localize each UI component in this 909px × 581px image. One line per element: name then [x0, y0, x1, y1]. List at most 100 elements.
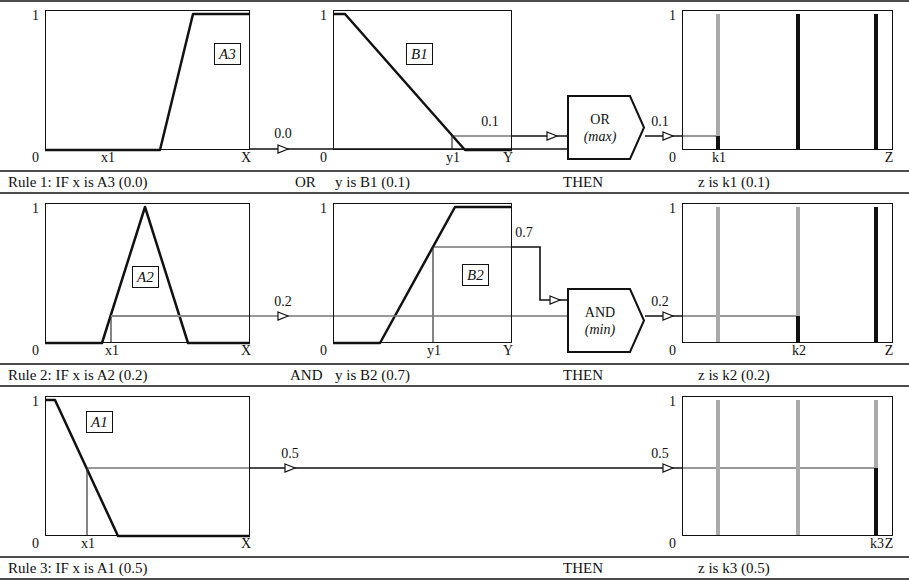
axis-label: Y [503, 150, 513, 166]
membership-curve [333, 207, 512, 343]
signal-value: 0.0 [272, 126, 294, 142]
operator-text: (min) [585, 321, 615, 338]
rule-keyword: THEN [563, 366, 603, 384]
gate-body: AND(min) [567, 288, 645, 353]
axis-label: 0 [320, 150, 327, 166]
rule-separator [0, 578, 909, 580]
axis-label: k2 [792, 343, 806, 359]
rule-consequent: z is k2 (0.2) [698, 366, 770, 384]
set-label: B1 [406, 43, 433, 65]
plot-frame: 10x1XA3 [45, 10, 250, 150]
axis-label: 0 [32, 343, 39, 359]
operator-gate: OR(max) [567, 95, 645, 160]
set-name: B2 [467, 266, 484, 284]
set-name: B1 [411, 45, 428, 63]
axis-label: x1 [105, 343, 119, 359]
axis-label: 1 [669, 201, 676, 217]
signal-line [250, 467, 682, 469]
singleton-bar [716, 207, 720, 343]
level-line [87, 467, 250, 468]
gate-outline [567, 95, 645, 160]
axis-label: 1 [32, 201, 39, 217]
input-marker [432, 247, 433, 343]
set-name: A2 [137, 268, 154, 286]
axis-label: Z [885, 343, 894, 359]
membership-curve [45, 14, 250, 150]
border-line [0, 0, 909, 2]
edge-group [250, 464, 682, 472]
axis-label: x1 [101, 150, 115, 166]
input-marker [451, 136, 452, 150]
rule-consequent: z is k3 (0.5) [698, 559, 770, 577]
signal-value: 0.5 [649, 446, 671, 462]
rule-keyword: THEN [563, 559, 603, 577]
arrow-head [285, 464, 295, 472]
rule-separator [0, 192, 909, 194]
axis-label: X [241, 536, 251, 552]
signal-value: 0.5 [279, 446, 301, 462]
level-line [682, 135, 718, 136]
rule-separator [0, 170, 909, 172]
axis-label: 1 [669, 8, 676, 24]
operator-text: AND [585, 304, 615, 321]
singleton-bar [874, 207, 878, 343]
axis-label: 0 [32, 150, 39, 166]
membership-curve [333, 14, 512, 150]
plot-frame: 10x1XA2 [45, 203, 250, 343]
axis-label: 1 [32, 8, 39, 24]
edge-group [250, 145, 567, 153]
axis-label: 0 [669, 150, 676, 166]
edge-group [512, 132, 567, 140]
singleton-bar [716, 400, 720, 536]
set-label: B2 [462, 264, 489, 286]
axis-label: Y [503, 343, 513, 359]
arrow-head [278, 312, 288, 320]
axis-label: y1 [446, 150, 460, 166]
rule-text: Rule 1: IF x is A3 (0.0) [8, 173, 148, 191]
rule-text: Rule 3: IF x is A1 (0.5) [8, 559, 148, 577]
set-name: A3 [219, 45, 236, 63]
arrow-head [663, 464, 673, 472]
membership-curve [45, 207, 250, 343]
gate-body: OR(max) [567, 95, 645, 160]
axis-label: Z [885, 150, 894, 166]
set-label: A3 [214, 43, 241, 65]
axis-label: k3 [870, 536, 884, 552]
signal-line [512, 247, 567, 300]
axis-label: 1 [320, 8, 327, 24]
singleton-bar [796, 14, 800, 150]
signal-line [250, 315, 567, 317]
axis-label: 1 [669, 394, 676, 410]
rule-keyword: THEN [563, 173, 603, 191]
arrow-head [663, 312, 673, 320]
arrow-head [547, 132, 557, 140]
gate-border [568, 289, 644, 352]
arrow-head [663, 132, 673, 140]
rule-separator [0, 556, 909, 558]
level-line [452, 135, 512, 136]
rule-text: y is B2 (0.7) [335, 366, 410, 384]
signal-line [512, 135, 567, 137]
axis-label: 0 [320, 343, 327, 359]
rule-separator [0, 363, 909, 365]
arrow-head [278, 145, 288, 153]
rule-operator: AND [290, 366, 323, 384]
singleton-bar [796, 400, 800, 536]
plot-frame: 10k2Z [682, 203, 893, 343]
axis-label: 0 [32, 536, 39, 552]
rule-operator: OR [295, 173, 316, 191]
axis-label: k1 [712, 150, 726, 166]
axis-label: Z [885, 536, 894, 552]
axis-label: 1 [32, 394, 39, 410]
singleton-level [874, 468, 878, 536]
signal-value: 0.7 [513, 225, 535, 241]
edge-group [645, 312, 682, 320]
rule-consequent: z is k1 (0.1) [698, 173, 770, 191]
rule-text: Rule 2: IF x is A2 (0.2) [8, 366, 148, 384]
set-name: A1 [91, 413, 108, 431]
singleton-bar [796, 207, 800, 343]
membership-curve [45, 400, 250, 536]
edge-group [645, 132, 682, 140]
arrow-head [550, 296, 560, 304]
